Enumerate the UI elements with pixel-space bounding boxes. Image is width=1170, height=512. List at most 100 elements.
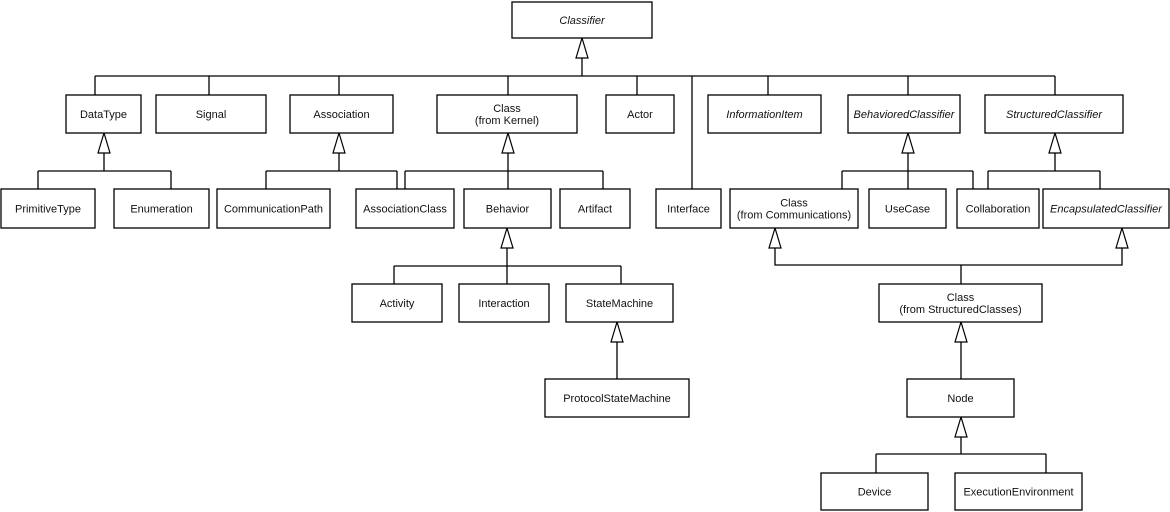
class-box-border [878,283,1043,323]
class-box-border [113,188,210,229]
class-box-association[interactable]: Association [289,94,394,134]
class-box-protocolstatemachine[interactable]: ProtocolStateMachine [544,378,690,418]
generalization-edges [37,35,1129,473]
class-name: PrimitiveType [15,204,81,216]
class-name: ProtocolStateMachine [563,393,671,405]
class-box-behavior[interactable]: Behavior [463,188,552,229]
class-box-border [1042,188,1170,229]
class-name: Interface [667,204,710,216]
generalization-arrowhead-icon [500,225,514,249]
class-box-border [0,188,96,229]
class-box-artifact[interactable]: Artifact [559,188,631,229]
class-box-associationclass[interactable]: AssociationClass [355,188,455,229]
class-box-behavioredclassifier[interactable]: BehavioredClassifier [847,94,961,134]
generalization-arrowhead-icon [954,414,968,438]
class-box-border [458,283,550,323]
class-box-border [820,472,929,511]
class-box-node[interactable]: Node [906,378,1015,418]
class-box-border [729,188,859,229]
class-name: Enumeration [130,204,192,216]
class-box-actor[interactable]: Actor [605,94,675,134]
class-box-signal[interactable]: Signal [155,94,267,134]
generalization-arrowhead-icon [97,130,111,154]
class-name: StateMachine [586,298,653,310]
class-name: AssociationClass [363,204,447,216]
class-name: Class [493,103,521,115]
class-box-interface[interactable]: Interface [655,188,722,229]
class-name: Behavior [486,204,530,216]
class-box-communicationpath[interactable]: CommunicationPath [216,188,331,229]
class-name: Association [313,109,369,121]
generalization-arrowhead-icon [610,319,624,343]
class-box-activity[interactable]: Activity [351,283,443,323]
class-box-class-communications[interactable]: Class(from Communications) [729,188,859,229]
class-name: Classifier [559,15,606,27]
class-box-border [289,94,394,134]
class-box-border [355,188,455,229]
generalization-arrowhead-icon [768,225,782,249]
class-box-border [906,378,1015,418]
class-name: UseCase [885,204,930,216]
class-box-device[interactable]: Device [820,472,929,511]
generalization-arrowhead-icon [901,130,915,154]
class-box-border [436,94,578,134]
generalization-arrowhead-icon [501,130,515,154]
class-name: Class [780,198,808,210]
class-box-border [565,283,674,323]
class-box-encapsulatedclassifier[interactable]: EncapsulatedClassifier [1042,188,1170,229]
class-name: Interaction [478,298,529,310]
class-name: Activity [380,298,415,310]
class-name: Signal [196,109,227,121]
class-box-border [65,94,142,134]
generalization-arrowhead-icon [1048,130,1062,154]
class-box-border [463,188,552,229]
class-name: Node [947,393,973,405]
generalization-arrowhead-icon [332,130,346,154]
class-box-border [559,188,631,229]
class-box-interaction[interactable]: Interaction [458,283,550,323]
class-box-executionenvironment[interactable]: ExecutionEnvironment [954,472,1083,511]
class-box-structuredclassifier[interactable]: StructuredClassifier [984,94,1124,134]
generalization-bus [774,248,1123,266]
class-box-border [655,188,722,229]
generalization-arrowhead-icon [1115,225,1129,249]
class-box-enumeration[interactable]: Enumeration [113,188,210,229]
class-name: StructuredClassifier [1006,109,1103,121]
class-box-datatype[interactable]: DataType [65,94,142,134]
class-box-collaboration[interactable]: Collaboration [956,188,1040,229]
class-name: CommunicationPath [224,204,323,216]
class-box-statemachine[interactable]: StateMachine [565,283,674,323]
class-box-primitivetype[interactable]: PrimitiveType [0,188,96,229]
class-name: EncapsulatedClassifier [1050,204,1163,216]
class-box-border [868,188,947,229]
class-name: DataType [80,109,127,121]
class-box-border [847,94,961,134]
class-box-border [984,94,1124,134]
class-box-informationitem[interactable]: InformationItem [707,94,822,134]
class-box-border [511,1,653,39]
class-name: ExecutionEnvironment [963,487,1073,499]
class-box-classifier[interactable]: Classifier [511,1,653,39]
class-name: Collaboration [966,204,1031,216]
class-box-border [155,94,267,134]
class-box-border [544,378,690,418]
class-box-border [351,283,443,323]
class-name: BehavioredClassifier [854,109,956,121]
class-name: InformationItem [726,109,802,121]
class-box-class-structuredclasses[interactable]: Class(from StructuredClasses) [878,283,1043,323]
class-box-usecase[interactable]: UseCase [868,188,947,229]
class-box-border [707,94,822,134]
class-box-class-kernel[interactable]: Class(from Kernel) [436,94,578,134]
class-package-note: (from StructuredClasses) [899,304,1021,316]
class-name: Class [947,292,975,304]
class-box-border [954,472,1083,511]
class-package-note: (from Kernel) [475,115,539,127]
class-name: Device [858,487,892,499]
class-box-border [216,188,331,229]
class-package-note: (from Communications) [737,210,851,222]
class-name: Actor [627,109,653,121]
generalization-arrowhead-icon [954,319,968,343]
generalization-arrowhead-icon [575,35,589,59]
